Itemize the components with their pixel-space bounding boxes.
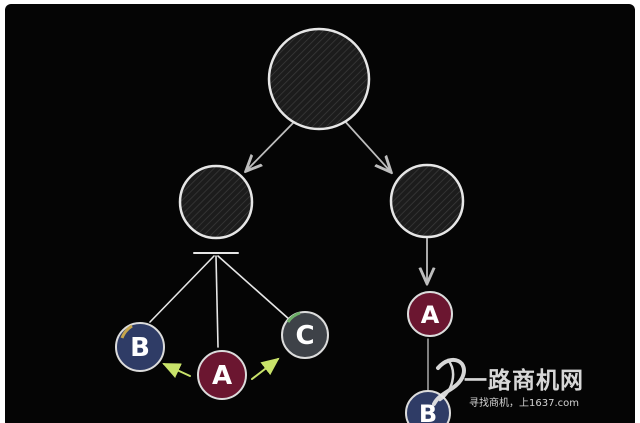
green-arrow-to-b [162, 363, 191, 378]
fan-line-c [217, 255, 291, 321]
edges [149, 117, 428, 393]
fan-line-b [149, 255, 215, 323]
watermark-brand: 一路商机网 [464, 367, 584, 394]
node-b-left-label: B [130, 333, 150, 363]
watermark-slogan: 寻找商机，上1637.com [469, 396, 579, 409]
edge-root-right [341, 117, 390, 171]
left-parent-node [178, 164, 254, 240]
fan-line-a [215, 255, 219, 348]
right-parent-node [389, 163, 465, 239]
edge-root-left [247, 117, 299, 170]
chalkboard-background [5, 4, 635, 423]
node-a-right: A [407, 291, 453, 337]
node-b-left: B [115, 322, 165, 372]
root-node [267, 27, 371, 131]
node-b-right-label: B [419, 400, 437, 423]
brand-swirl-icon [432, 357, 466, 406]
node-a-left: A [197, 350, 247, 400]
node-a-right-label: A [421, 301, 440, 329]
watermark: 一路商机网 寻找商机，上1637.com [432, 357, 584, 409]
node-a-left-label: A [212, 361, 232, 391]
node-c-left: C [281, 311, 329, 359]
green-arrow-to-c [251, 357, 280, 380]
node-c-left-label: C [295, 321, 314, 351]
